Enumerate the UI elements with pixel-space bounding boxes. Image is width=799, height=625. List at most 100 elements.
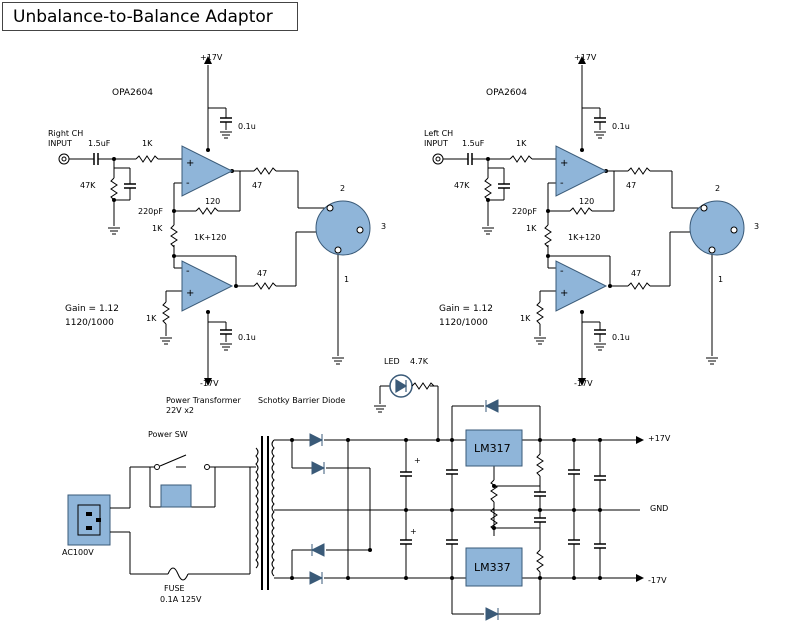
adj-resistor: [536, 453, 544, 477]
r-bias-resistor: [484, 177, 492, 201]
cap-bot-label: 0.1u: [238, 333, 256, 342]
switch-label: Power SW: [148, 430, 188, 439]
vminus-arrow-icon: [578, 378, 586, 386]
r-out-top-resistor: [253, 167, 277, 175]
svg-text:+: +: [560, 288, 568, 299]
vplus-arrow-icon: [578, 56, 586, 64]
polarity-mark: +: [414, 456, 421, 465]
xlr-connector-icon: [689, 200, 745, 256]
diagram-title: Unbalance-to-Balance Adaptor: [13, 7, 273, 27]
input-jack-icon: [432, 153, 444, 165]
output-arrow-icon: [636, 574, 644, 582]
gain-label: Gain = 1.12: [65, 304, 119, 314]
r-gnd-label: 1K: [146, 314, 157, 323]
power-switch-icon: [160, 484, 192, 508]
opamp-bottom: [181, 260, 234, 312]
ground-icon: [159, 337, 173, 345]
ground-icon: [219, 343, 233, 351]
ac-label: AC100V: [62, 548, 94, 557]
left-channel: OPA2604 Left CH INPUT 1.5uF 1K 47K 220pF…: [424, 53, 759, 388]
vplus-label: +17V: [200, 53, 223, 62]
input-label-2: INPUT: [424, 139, 448, 148]
r-in-label: 1K: [142, 139, 153, 148]
opamp-label: OPA2604: [486, 88, 527, 98]
output-minus-label: -17V: [648, 576, 667, 585]
xlr-pin-2: 2: [340, 184, 345, 193]
title-box: Unbalance-to-Balance Adaptor: [2, 2, 298, 31]
r-mid-resistor: [544, 224, 552, 248]
ground-icon: [481, 227, 495, 235]
ac-inlet-icon: [67, 494, 111, 546]
cap-top-label: 0.1u: [238, 122, 256, 131]
polarity-mark: +: [410, 527, 417, 536]
adj-resistor: [536, 549, 544, 573]
fuse-label: FUSE: [164, 584, 185, 593]
r-out-bot-label: 47: [257, 269, 267, 278]
r-mid-resistor: [170, 224, 178, 248]
r-out-bot-resistor: [253, 282, 277, 290]
r-out-bot-label: 47: [631, 269, 641, 278]
input-jack-icon: [58, 153, 70, 165]
r-out-top-label: 47: [626, 181, 636, 190]
r-fb-top-resistor: [195, 207, 219, 215]
ground-icon: [593, 343, 607, 351]
output-arrow-icon: [636, 436, 644, 444]
r-gnd-label: 1K: [520, 314, 531, 323]
r-in-resistor: [509, 155, 533, 163]
r-bias-label: 47K: [80, 181, 96, 190]
regulator-negative-label: LM337: [474, 561, 511, 574]
fuse-rating-label: 0.1A 125V: [160, 595, 202, 604]
gain-ratio-label: 1120/1000: [65, 318, 114, 328]
output-gnd-label: GND: [650, 504, 668, 513]
ground-icon: [331, 357, 345, 365]
vminus-arrow-icon: [204, 378, 212, 386]
opamp-top: [555, 145, 608, 197]
opamp-top: [181, 145, 234, 197]
power-supply: LED 4.7K Power Transformer 22V x2 Schotk…: [62, 357, 671, 621]
vplus-label: +17V: [574, 53, 597, 62]
r-mid-label: 1K: [152, 224, 163, 233]
input-label: Left CH: [424, 129, 453, 138]
output-plus-label: +17V: [648, 434, 671, 443]
r-mid-label: 1K: [526, 224, 537, 233]
xlr-connector-icon: [315, 200, 371, 256]
r-gnd-resistor: [536, 301, 544, 325]
r-bias-resistor: [110, 177, 118, 201]
regulator-positive: [465, 429, 523, 467]
svg-text:+: +: [186, 158, 194, 169]
ground-icon: [533, 337, 547, 345]
vminus-label: -17V: [200, 379, 219, 388]
ground-icon: [373, 405, 387, 413]
r-bias-label: 47K: [454, 181, 470, 190]
svg-text:-: -: [186, 266, 190, 277]
vplus-arrow-icon: [204, 56, 212, 64]
svg-text:-: -: [186, 178, 190, 189]
cap-top-label: 0.1u: [612, 122, 630, 131]
r-out-top-resistor: [627, 167, 651, 175]
svg-text:+: +: [560, 158, 568, 169]
xlr-pin-3: 3: [754, 222, 759, 231]
r-fb-bot-label: 1K+120: [568, 233, 600, 242]
ground-icon: [705, 357, 719, 365]
xlr-pin-1: 1: [344, 275, 349, 284]
r-gnd-resistor: [162, 301, 170, 325]
junction-dots: [290, 438, 602, 580]
r-fb-top-label: 120: [205, 197, 220, 206]
regulator-negative: [465, 547, 523, 587]
ground-icon: [219, 131, 233, 139]
r-out-bot-resistor: [627, 282, 651, 290]
vminus-label: -17V: [574, 379, 593, 388]
svg-text:-: -: [560, 178, 564, 189]
led-resistor-label: 4.7K: [410, 357, 429, 366]
r-fb-top-label: 120: [579, 197, 594, 206]
svg-text:+: +: [186, 288, 194, 299]
r-fb-top-resistor: [569, 207, 593, 215]
opamp-label: OPA2604: [112, 88, 153, 98]
xlr-pin-1: 1: [718, 275, 723, 284]
ground-icon: [593, 131, 607, 139]
xlr-pin-2: 2: [715, 184, 720, 193]
transformer-label: Power Transformer: [166, 396, 241, 405]
r-in-label: 1K: [516, 139, 527, 148]
input-label-2: INPUT: [48, 139, 72, 148]
c-filter-label: 220pF: [138, 207, 163, 216]
